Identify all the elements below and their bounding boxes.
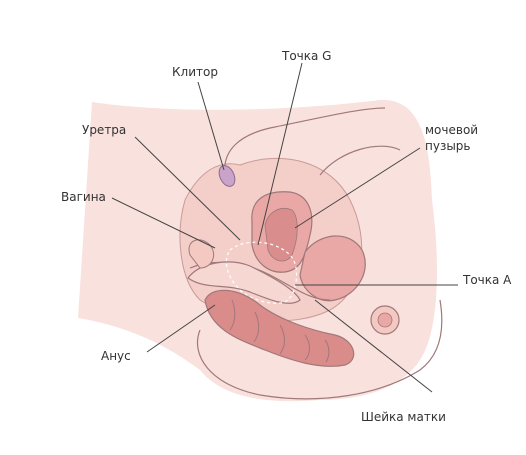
label-g-spot: Точка G (282, 49, 332, 63)
buttock-outline (196, 299, 443, 400)
leader-urethra (134, 136, 241, 241)
vagina-canal (189, 261, 331, 301)
leader-g-spot (257, 62, 303, 246)
label-bladder-line1: мочевой (425, 123, 479, 137)
back-outline (319, 145, 401, 176)
leader-vagina (111, 197, 216, 249)
leader-cervix (314, 299, 433, 393)
label-bladder-line2: пузырь (425, 139, 471, 153)
sacrum-inner (377, 312, 393, 328)
bladder-inner (264, 208, 298, 262)
label-anus: Анус (101, 349, 131, 363)
abdomen-outline (224, 107, 386, 176)
leader-bladder (294, 147, 421, 229)
label-urethra: Уретра (82, 123, 127, 137)
rectum-folds (229, 299, 330, 363)
label-vagina: Вагина (61, 190, 106, 204)
leader-clitoris (197, 81, 225, 171)
vagina-tube (187, 261, 301, 304)
label-clitoris: Клитор (172, 65, 218, 79)
label-cervix: Шейка матки (361, 410, 446, 424)
label-a-spot: Точка А (463, 273, 512, 287)
rectum (204, 289, 355, 367)
pubic-bone (188, 239, 215, 269)
leader-anus (146, 304, 216, 353)
